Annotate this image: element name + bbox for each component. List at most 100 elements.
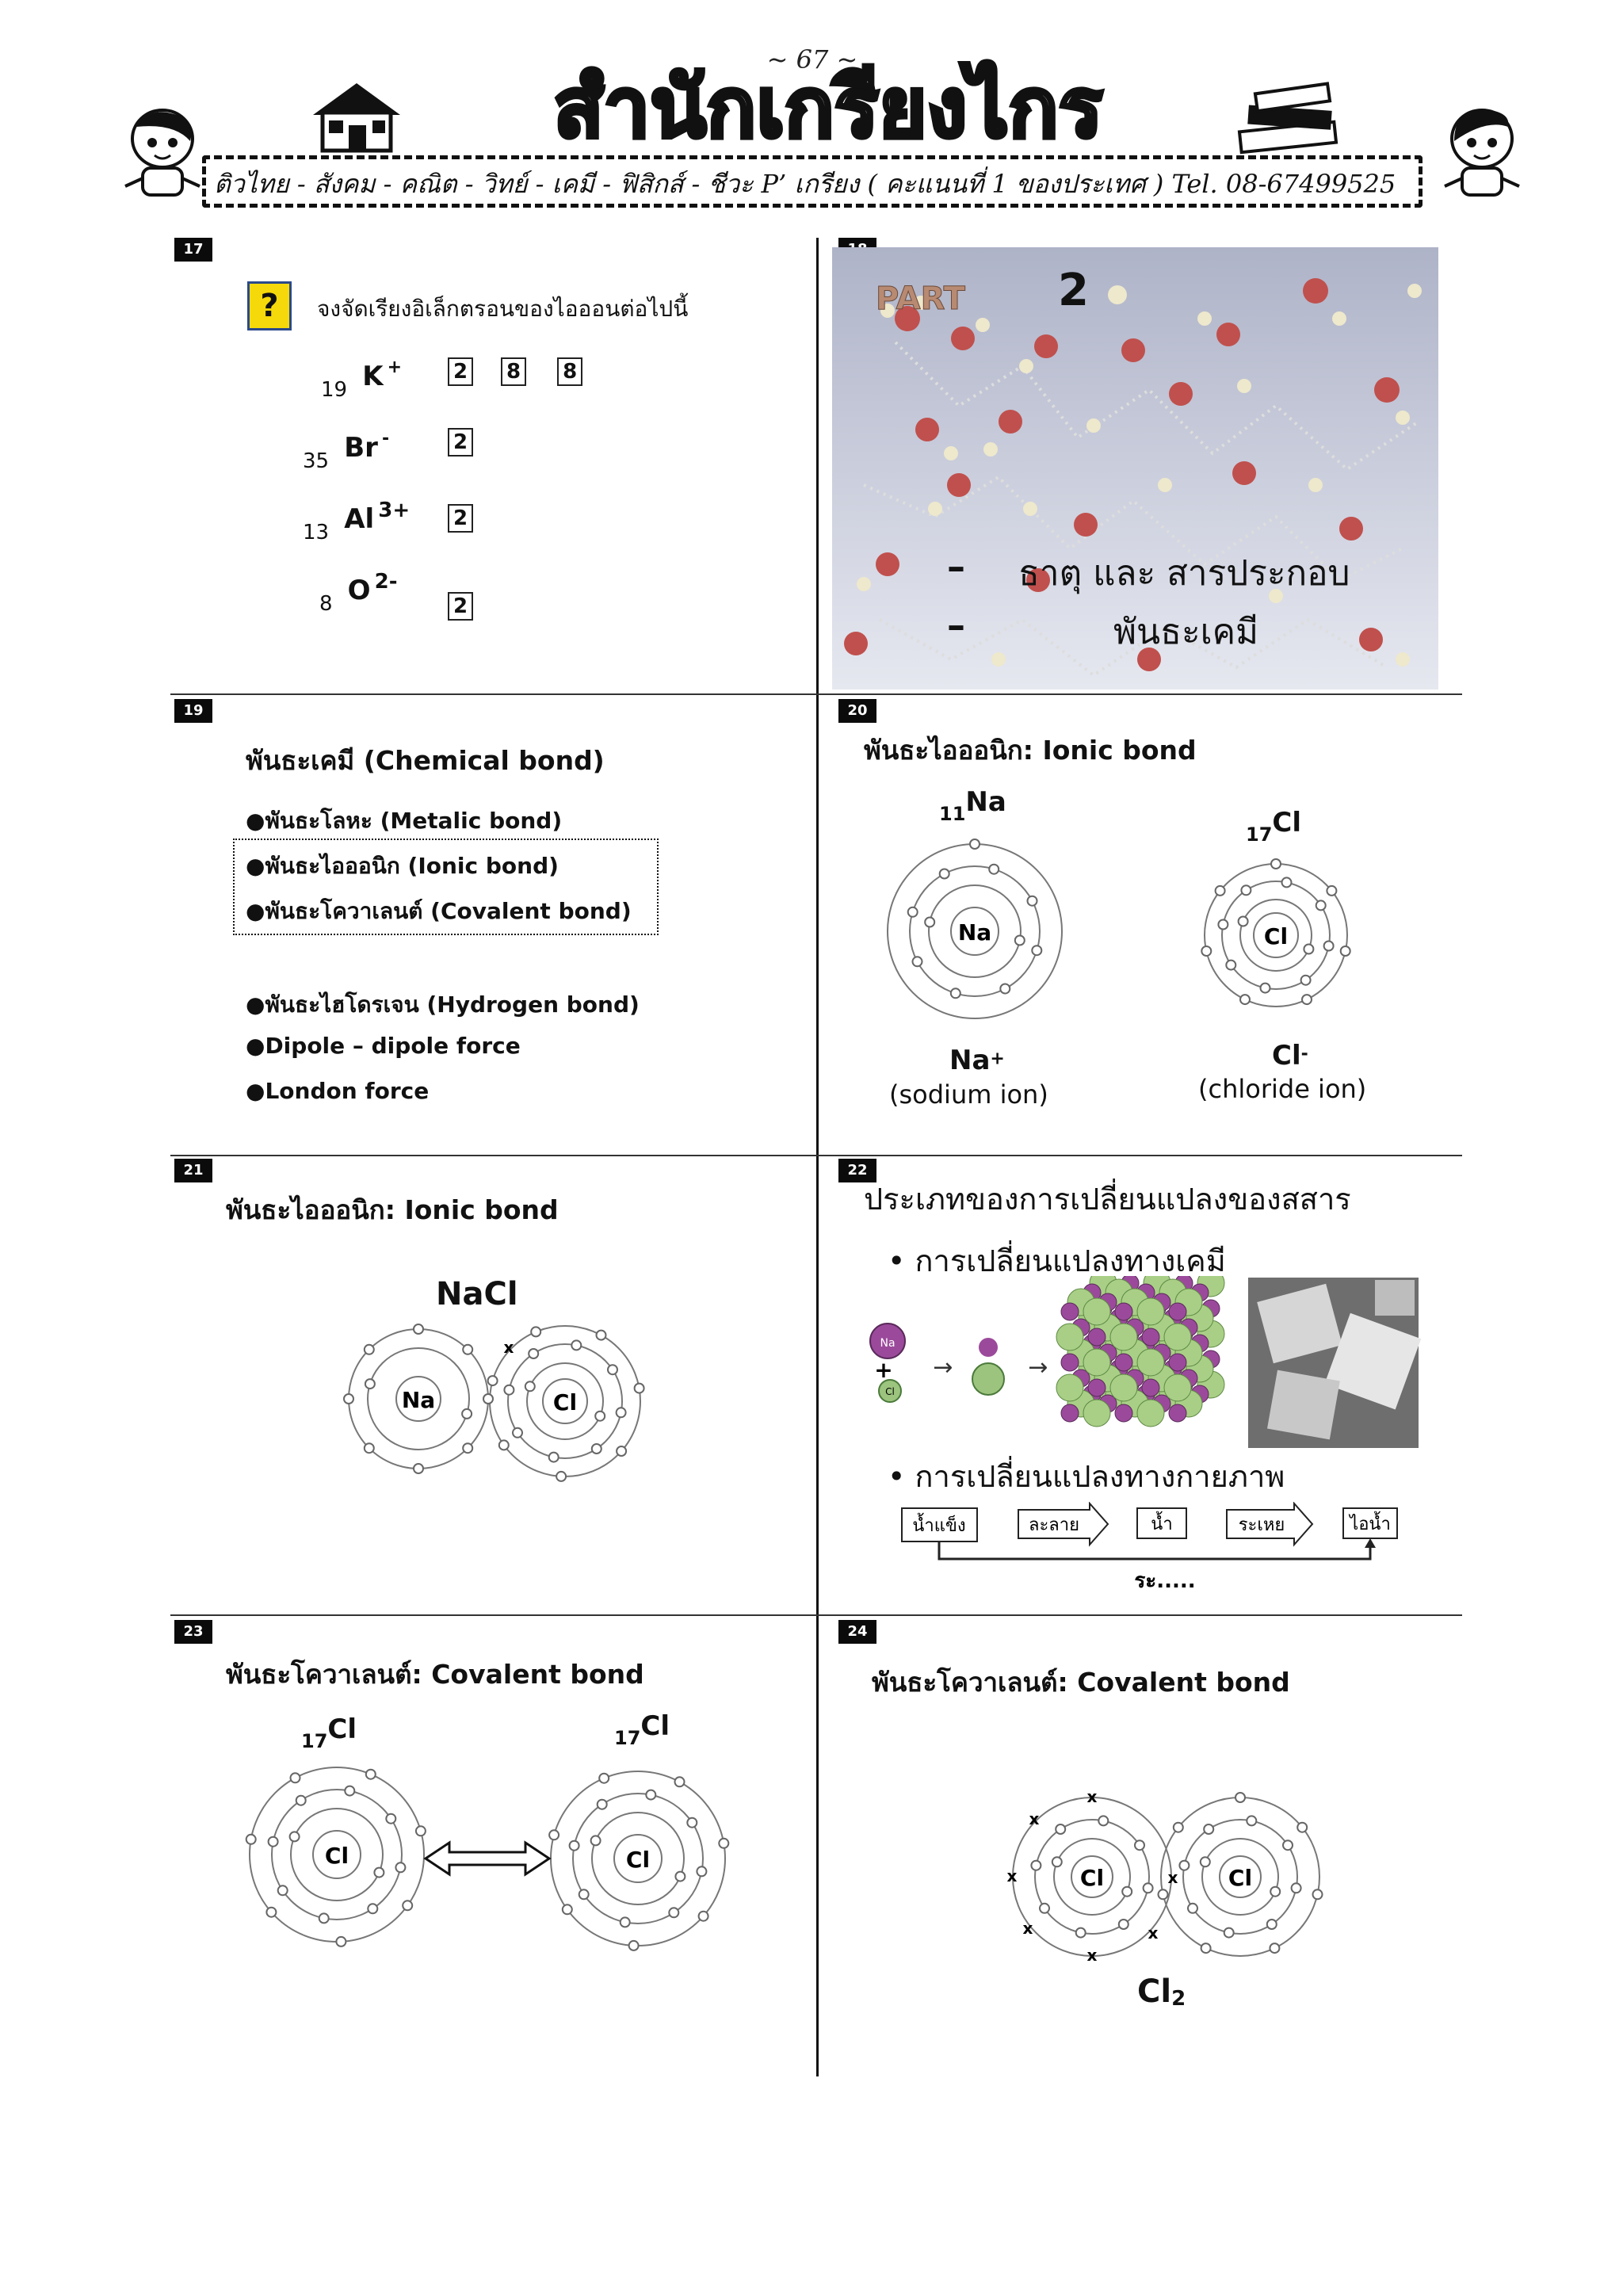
question-icon: ? xyxy=(247,281,292,330)
slide22-title: ประเภทของการเปลี่ยนแปลงของสสาร xyxy=(864,1175,1351,1223)
svg-text:x: x xyxy=(1029,1809,1040,1828)
electron-dot xyxy=(1301,976,1311,985)
bond-item: ●London force xyxy=(246,1078,429,1104)
electron-dot xyxy=(570,1841,579,1851)
electron-dot xyxy=(549,1830,559,1839)
slide18-item-1: ธาตุ และ สารประกอบ xyxy=(1018,545,1350,601)
electron-dot xyxy=(1000,984,1010,994)
electron-dot xyxy=(269,1837,278,1847)
electron-dot xyxy=(621,1917,630,1927)
slide23-title: พันธะโควาเลนต์: Covalent bond xyxy=(226,1653,644,1695)
sodium-ion-sphere xyxy=(1169,1303,1186,1320)
electron-dot xyxy=(1076,1928,1086,1938)
electron-dot xyxy=(336,1937,346,1946)
electron-dot xyxy=(1247,1816,1256,1825)
chloride-ion-name: (chloride ion) xyxy=(1198,1074,1366,1104)
svg-text:Cl: Cl xyxy=(885,1386,895,1397)
slide-number-24: 24 xyxy=(838,1620,876,1644)
electron-dot xyxy=(697,1866,706,1876)
electron-dot xyxy=(1174,1823,1183,1832)
na-label: 11Na xyxy=(939,786,1006,818)
electron-dot xyxy=(675,1777,685,1786)
electron-dot xyxy=(499,1440,509,1450)
svg-text:Na: Na xyxy=(880,1337,895,1350)
electron-dot xyxy=(504,1385,514,1395)
electron-dot xyxy=(368,1904,377,1913)
electron-dot xyxy=(629,1941,639,1950)
part-number: 2 xyxy=(1058,265,1089,316)
svg-text:x: x xyxy=(1087,1787,1098,1806)
electron-dot xyxy=(1122,1887,1132,1897)
electron-dot xyxy=(595,1412,605,1421)
electron-dot xyxy=(970,839,980,849)
electron-dot xyxy=(291,1773,300,1782)
slide18-dash-1: – xyxy=(947,545,965,588)
electron-dot xyxy=(571,1340,581,1350)
electron-dot xyxy=(1098,1816,1108,1825)
electron-dot xyxy=(925,918,934,927)
electron-dot xyxy=(366,1770,376,1779)
sodium-ion-name: (sodium ion) xyxy=(889,1079,1048,1110)
header-subjects-bar: ติวไทย - สังคม - คณิต - วิทย์ - เคมี - ฟ… xyxy=(202,155,1423,208)
electron-dot xyxy=(374,1868,384,1878)
electron-dot xyxy=(463,1345,472,1354)
electron-dot xyxy=(365,1443,374,1453)
chloride-ion-sphere xyxy=(1083,1349,1110,1376)
row-divider-3 xyxy=(170,1614,1462,1616)
svg-text:x: x xyxy=(1148,1924,1159,1943)
electron-dot xyxy=(1235,1793,1245,1802)
slide18-dash-2: – xyxy=(947,604,965,647)
svg-text:x: x xyxy=(1168,1868,1178,1887)
electron-dot xyxy=(1052,1857,1062,1866)
shell-box: 8 xyxy=(557,357,582,386)
electron-dot xyxy=(591,1836,601,1845)
svg-text:x: x xyxy=(1087,1946,1098,1965)
electron-dot xyxy=(646,1790,655,1800)
electron-dot xyxy=(1324,942,1334,951)
electron-dot xyxy=(1297,1823,1307,1832)
chloride-ion-sphere xyxy=(1056,1374,1083,1401)
electron-dot xyxy=(592,1444,601,1454)
slide18-item-2: พันธะเคมี xyxy=(1113,604,1258,659)
electron-dot xyxy=(913,957,922,966)
part-word: PART xyxy=(876,281,966,317)
electron-dot xyxy=(675,1872,685,1881)
chloride-ion-sphere xyxy=(1056,1324,1083,1350)
electron-dot xyxy=(1031,1861,1041,1870)
electron-dot xyxy=(1201,1943,1211,1953)
electron-dot xyxy=(563,1904,572,1914)
sublimation-label: ระ..... xyxy=(1134,1569,1195,1593)
electron-dot xyxy=(549,1453,559,1462)
cl-core-left: Cl xyxy=(325,1843,349,1869)
cl2-diagram: x x x x x x x Cl Cl xyxy=(995,1775,1343,1966)
mascot-right-icon xyxy=(1438,103,1526,206)
cl-left-label: 17Cl xyxy=(301,1713,357,1745)
electron-dot xyxy=(719,1839,728,1848)
sodium-ion-sphere xyxy=(1115,1303,1132,1320)
electron-dot xyxy=(1239,917,1248,926)
nacl-label: NaCl xyxy=(436,1276,518,1312)
electron-dot xyxy=(246,1835,256,1844)
cl-core: Cl xyxy=(1264,923,1288,949)
cl-core-right: Cl xyxy=(1228,1865,1252,1891)
house-icon xyxy=(305,79,408,155)
electron-dot xyxy=(1119,1920,1128,1929)
chloride-ion-sphere xyxy=(1083,1298,1110,1325)
electron-dot xyxy=(1040,1904,1049,1913)
electron-dot xyxy=(345,1786,354,1796)
sodium-ion-sphere xyxy=(1088,1328,1106,1346)
two-cl-atoms-diagram: Cl Cl xyxy=(242,1752,749,1958)
cl-core-right: Cl xyxy=(626,1847,650,1873)
books-icon xyxy=(1236,79,1343,155)
electron-dot xyxy=(1201,1857,1210,1866)
shell-box: 2 xyxy=(448,592,473,621)
electron-dot xyxy=(344,1394,353,1404)
electron-dot xyxy=(1302,995,1312,1004)
slide17-instruction: จงจัดเรียงอิเล็กตรอนของไอออนต่อไปนี้ xyxy=(317,292,688,327)
svg-text:x: x xyxy=(1007,1866,1018,1885)
nacl-diagram: x Na Cl xyxy=(341,1312,658,1486)
electron-dot xyxy=(989,865,999,874)
bond-item: ●พันธะโควาเลนต์ (Covalent bond) xyxy=(246,894,632,929)
row-divider-1 xyxy=(170,693,1462,695)
flow-water: น้ำ xyxy=(1151,1511,1172,1534)
